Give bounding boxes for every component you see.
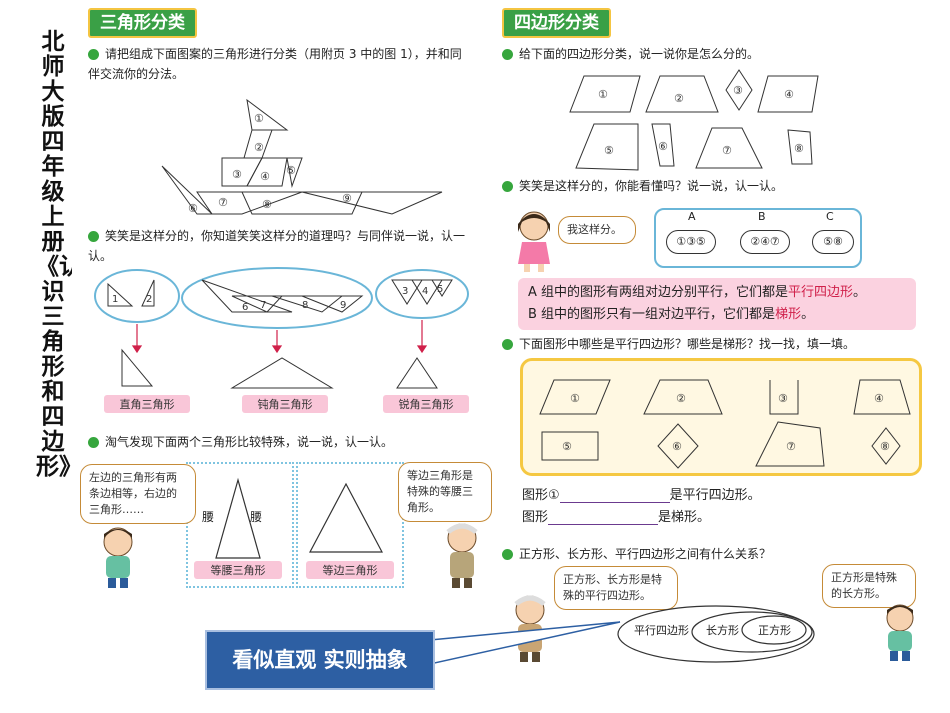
exercise-box <box>520 358 922 476</box>
group-b-members: ②④⑦ <box>740 230 790 254</box>
side-title: 北师大版 四年级上册《认识三角形和四边形》 <box>36 29 82 480</box>
exercise-number: ⑦ <box>786 440 796 453</box>
boy-avatar <box>103 527 133 588</box>
answer-blank-1[interactable] <box>559 488 670 503</box>
equilateral-label: 等边三角形 <box>306 561 394 579</box>
pattern-number: ⑦ <box>218 196 228 209</box>
exercise-number: ⑥ <box>672 440 682 453</box>
shape-number: ⑧ <box>794 142 804 155</box>
explain-b: B 组中的图形只有一组对边平行，它们都是梯形。 <box>528 307 815 322</box>
explain-a: A 组中的图形有两组对边分别平行，它们都是平行四边形。 <box>528 285 867 300</box>
bullet-icon <box>88 231 99 242</box>
right-question-3: 下面图形中哪些是平行四边形？哪些是梯形？找一找，填一填。 <box>502 334 928 354</box>
left-question-2: 笑笑是这样分的，你知道笑笑这样分的道理吗？与同伴说一说，认一认。 <box>88 229 466 263</box>
exercise-number: ① <box>570 392 580 405</box>
exercise-number: ③ <box>778 392 788 405</box>
bullet-icon <box>502 339 513 350</box>
left-question-3: 淘气发现下面两个三角形比较特殊，说一说，认一认。 <box>88 432 468 452</box>
obtuse-triangle-label: 钝角三角形 <box>242 395 328 413</box>
boy-avatar-2 <box>886 604 914 661</box>
exercise-number: ④ <box>874 392 884 405</box>
callout-box: 看似直观 实则抽象 <box>205 630 435 690</box>
teacher-avatar <box>446 523 478 588</box>
right-triangle-label: 直角三角形 <box>104 395 190 413</box>
group-number: 6 <box>242 302 248 313</box>
shape-number: ② <box>674 92 684 105</box>
left-question-1: 请把组成下面图案的三角形进行分类（用附页 3 中的图 1），并和同伴交流你的分法… <box>88 47 462 81</box>
pattern-number: ⑨ <box>342 192 352 205</box>
boy-relationship-bubble: 正方形是特殊的长方形。 <box>822 564 916 608</box>
girl-speech-bubble: 我这样分。 <box>558 216 636 244</box>
teacher-relationship-bubble: 正方形、长方形是特殊的平行四边形。 <box>554 566 678 610</box>
kid-speech-bubble: 左边的三角形有两条边相等，右边的三角形…… <box>80 464 196 524</box>
leg-label-left: 腰 <box>202 510 215 524</box>
venn-diagram <box>617 605 815 663</box>
group-number: 4 <box>422 286 428 297</box>
group-number: 9 <box>340 300 346 311</box>
right-page: 四边形分类 给下面的四边形分类，说一说你是怎么分的。 ① ② ③ ④ ⑤ ⑥ ⑦… <box>496 4 932 694</box>
group-number: 7 <box>260 300 266 311</box>
fill-line-2: 图形是梯形。 <box>522 510 711 525</box>
pattern-number: ② <box>254 141 264 154</box>
shape-number: ① <box>598 88 608 101</box>
right-question-4: 正方形、长方形、平行四边形之间有什么关系？ <box>502 544 922 564</box>
group-number: 2 <box>146 294 152 305</box>
group-a-members: ①③⑤ <box>666 230 716 254</box>
right-question-2: 笑笑是这样分的，你能看懂吗？说一说，认一认。 <box>502 176 922 196</box>
teacher-speech-bubble: 等边三角形是特殊的等腰三角形。 <box>398 462 492 522</box>
group-c-members: ⑤⑧ <box>812 230 854 254</box>
right-section-title: 四边形分类 <box>502 8 611 38</box>
triangle-pattern-figure: ① ② ③ ④ ⑤ ⑥ ⑦ ⑧ ⑨ <box>161 98 443 215</box>
group-a-label: A <box>688 210 696 223</box>
special-triangles-figure <box>215 477 383 559</box>
acute-triangle-label: 锐角三角形 <box>383 395 469 413</box>
venn-parallelogram: 平行四边形 <box>634 624 689 637</box>
pattern-number: ① <box>254 112 264 125</box>
bullet-icon <box>502 49 513 60</box>
pattern-number: ④ <box>260 170 270 183</box>
groups-box <box>654 208 862 268</box>
group-c-label: C <box>826 210 834 223</box>
shape-number: ④ <box>784 88 794 101</box>
shape-number: ⑤ <box>604 144 614 157</box>
pattern-number: ⑧ <box>262 198 272 211</box>
group-b-label: B <box>758 210 766 223</box>
group-explanation: A 组中的图形有两组对边分别平行，它们都是平行四边形。 B 组中的图形只有一组对… <box>518 278 916 330</box>
right-question-1: 给下面的四边形分类，说一说你是怎么分的。 <box>502 44 922 64</box>
bullet-icon <box>88 437 99 448</box>
isosceles-label: 等腰三角形 <box>194 561 282 579</box>
shape-number: ⑥ <box>658 140 668 153</box>
shape-number: ③ <box>733 84 743 97</box>
bullet-icon <box>502 181 513 192</box>
isosceles-box <box>186 462 294 588</box>
exercise-shapes-figure: ① ② ③ ④ ⑤ ⑥ ⑦ ⑧ <box>539 379 911 469</box>
exercise-number: ⑧ <box>880 440 890 453</box>
pattern-number: ③ <box>232 168 242 181</box>
pattern-number: ⑤ <box>286 164 296 177</box>
bullet-icon <box>502 549 513 560</box>
answer-blank-2[interactable] <box>548 510 659 525</box>
group-number: 5 <box>437 284 443 295</box>
girl-avatar <box>518 211 550 272</box>
equilateral-box <box>296 462 404 588</box>
left-section-title: 三角形分类 <box>88 8 197 38</box>
group-number: 1 <box>112 294 118 305</box>
bullet-icon <box>88 49 99 60</box>
pattern-number: ⑥ <box>188 202 198 215</box>
quadrilaterals-figure: ① ② ③ ④ ⑤ ⑥ ⑦ ⑧ <box>569 69 819 171</box>
exercise-number: ⑤ <box>562 440 572 453</box>
group-number: 3 <box>402 286 408 297</box>
leg-label-right: 腰 <box>250 510 263 524</box>
exercise-number: ② <box>676 392 686 405</box>
group-number: 8 <box>302 300 308 311</box>
shape-number: ⑦ <box>722 144 732 157</box>
triangle-groups-figure: 1 2 6 7 8 9 3 4 5 <box>94 267 469 389</box>
venn-rectangle: 长方形 <box>706 624 739 637</box>
venn-square: 正方形 <box>758 624 791 637</box>
left-page: 三角形分类 请把组成下面图案的三角形进行分类（用附页 3 中的图 1），并和同伴… <box>72 4 492 614</box>
